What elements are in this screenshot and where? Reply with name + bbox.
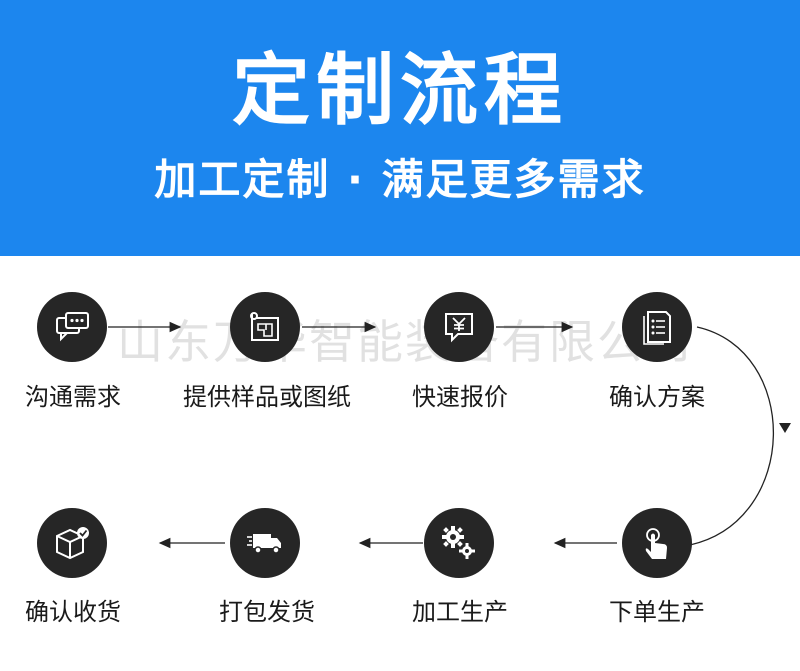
document-list-icon bbox=[643, 311, 671, 345]
page-title: 定制流程 bbox=[231, 46, 568, 136]
step-6-label: 加工生产 bbox=[412, 598, 508, 626]
step-3-icon-circle bbox=[424, 292, 494, 362]
touch-hand-icon bbox=[645, 528, 667, 559]
header-banner: 定制流程 加工定制 · 满足更多需求 bbox=[0, 0, 800, 256]
step-2-label: 提供样品或图纸 bbox=[183, 383, 351, 411]
step-8-label: 确认收货 bbox=[25, 598, 121, 626]
step-4-icon-circle bbox=[622, 292, 692, 362]
package-check-icon bbox=[56, 527, 89, 560]
step-7-icon-circle bbox=[230, 508, 300, 578]
chat-bubble-icon bbox=[56, 312, 89, 342]
step-3-label: 快速报价 bbox=[412, 383, 508, 411]
connector-4-5 bbox=[689, 326, 775, 546]
step-7-label: 打包发货 bbox=[219, 598, 315, 626]
step-6-icon-circle bbox=[424, 508, 494, 578]
blueprint-icon bbox=[250, 312, 279, 341]
flow-connectors bbox=[108, 321, 791, 549]
yuan-quote-icon bbox=[445, 313, 473, 343]
gears-icon bbox=[442, 526, 475, 559]
step-1-icon-circle bbox=[37, 292, 107, 362]
step-2-icon-circle bbox=[230, 292, 300, 362]
delivery-truck-icon bbox=[247, 534, 281, 554]
step-1-label: 沟通需求 bbox=[25, 383, 121, 411]
step-8-icon-circle bbox=[37, 508, 107, 578]
page-subtitle: 加工定制 · 满足更多需求 bbox=[154, 155, 646, 204]
step-4-label: 确认方案 bbox=[609, 383, 705, 411]
step-5-label: 下单生产 bbox=[609, 598, 705, 626]
step-5-icon-circle bbox=[622, 508, 692, 578]
curve-arrow bbox=[779, 423, 791, 433]
